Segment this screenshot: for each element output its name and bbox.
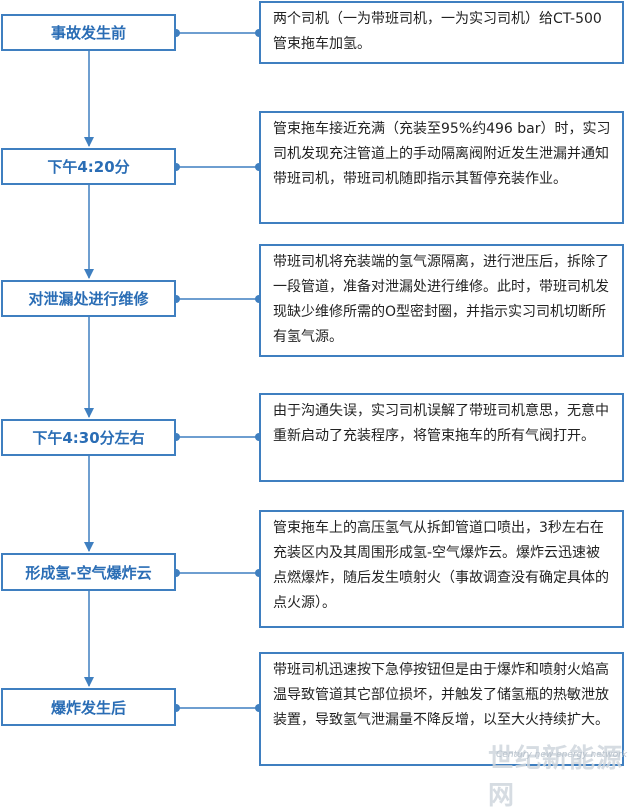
- step-label-4: 下午4:30分左右: [1, 419, 176, 456]
- step-description-5: 管束拖车上的高压氢气从拆卸管道口喷出，3秒左右在充装区内及其周围形成氢-空气爆炸…: [259, 510, 624, 628]
- connector-2: [172, 163, 263, 171]
- step-description-6: 带班司机迅速按下急停按钮但是由于爆炸和喷射火焰高温导致管道其它部位损坏，并触发了…: [259, 652, 624, 766]
- connector-1: [172, 29, 263, 37]
- step-label-5: 形成氢-空气爆炸云: [1, 553, 176, 591]
- connector-6: [172, 704, 263, 712]
- step-label-6: 爆炸发生后: [1, 688, 176, 726]
- step-label-3: 对泄漏处进行维修: [1, 280, 176, 317]
- connector-4: [172, 433, 263, 441]
- step-description-4: 由于沟通失误，实习司机误解了带班司机意思，无意中重新启动了充装程序，将管束拖车的…: [259, 393, 624, 482]
- step-description-3: 带班司机将充装端的氢气源隔离，进行泄压后，拆除了一段管道，准备对泄漏处进行维修。…: [259, 244, 624, 357]
- step-description-1: 两个司机（一为带班司机，一为实习司机）给CT-500管束拖车加氢。: [259, 1, 624, 64]
- step-description-2: 管束拖车接近充满（充装至95%约496 bar）时，实习司机发现充注管道上的手动…: [259, 111, 624, 224]
- connector-5: [172, 569, 263, 577]
- step-label-1: 事故发生前: [1, 14, 176, 51]
- connector-3: [172, 295, 263, 303]
- step-label-2: 下午4:20分: [1, 148, 176, 185]
